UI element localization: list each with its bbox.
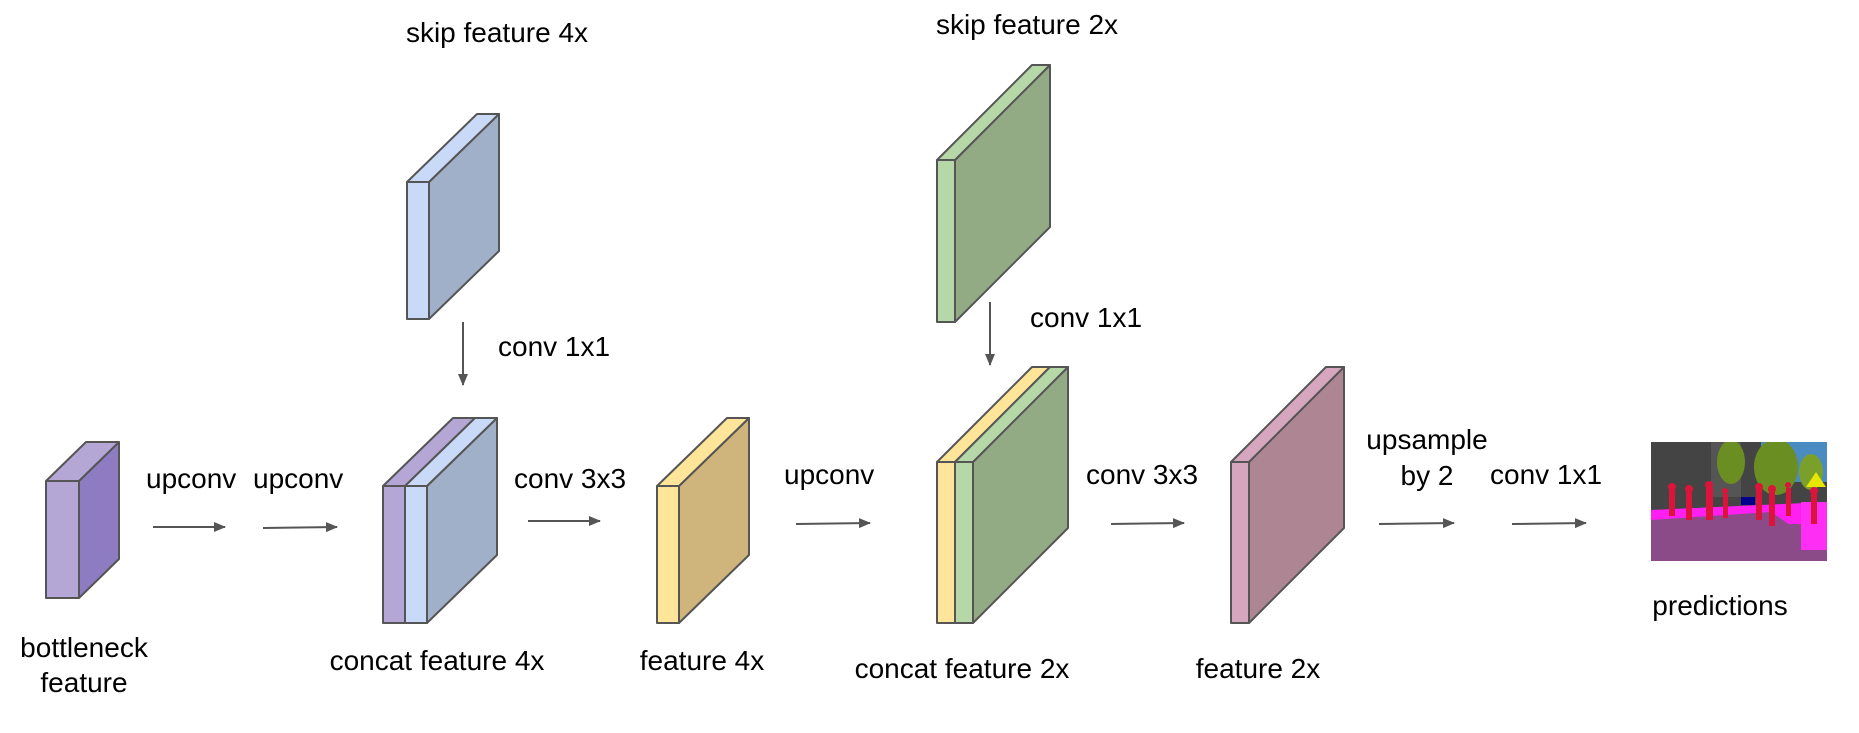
arrow-upsample xyxy=(1378,518,1455,529)
conv1x1-label-b: conv 1x1 xyxy=(1030,302,1142,333)
bottleneck-label-line2: feature xyxy=(40,667,127,698)
skip-feature-4x-label: skip feature 4x xyxy=(406,17,588,48)
arrow-conv1x1-final xyxy=(1511,518,1587,529)
concat-4x-blue-slab xyxy=(404,417,498,624)
upconv-label-a: upconv xyxy=(146,463,236,494)
conv1x1-label-a: conv 1x1 xyxy=(498,331,610,362)
upsample-label-line2: by 2 xyxy=(1401,460,1454,491)
skip-feature-4x-block xyxy=(406,113,500,320)
segmentation-map-thumbnail-icon xyxy=(1651,442,1827,561)
concat-2x-green-slab-front-face xyxy=(954,461,974,624)
feature-2x-block xyxy=(1230,366,1345,624)
upconv-label-b: upconv xyxy=(253,463,343,494)
arrow-upconv-3 xyxy=(795,518,871,529)
skip-feature-2x-label: skip feature 2x xyxy=(936,9,1118,40)
bottleneck-feature-block xyxy=(45,441,120,599)
upsample-label-line1: upsample xyxy=(1366,424,1487,455)
feature-blocks xyxy=(45,64,1345,624)
feature-2x-block-front-face xyxy=(1230,461,1250,624)
skip-feature-2x-block xyxy=(936,64,1051,323)
labels: skip feature 4x skip feature 2x conv 1x1… xyxy=(20,9,1788,698)
upconv-label-c: upconv xyxy=(784,459,874,490)
bottleneck-feature-block-front-face xyxy=(45,480,80,599)
concat-4x-blue-slab-front-face xyxy=(404,485,428,624)
arrows xyxy=(153,302,1587,533)
bottleneck-label-line1: bottleneck xyxy=(20,632,149,663)
skip-feature-4x-block-front-face xyxy=(406,181,430,320)
feature-4x-label: feature 4x xyxy=(640,645,765,676)
arrow-upconv-2 xyxy=(262,522,338,533)
concat-feature-4x-label: concat feature 4x xyxy=(330,645,545,676)
feature-4x-block-front-face xyxy=(656,485,680,624)
conv3x3-label-a: conv 3x3 xyxy=(514,463,626,494)
concat-2x-green-slab xyxy=(954,366,1069,624)
feature-2x-label: feature 2x xyxy=(1196,653,1321,684)
concat-feature-2x-label: concat feature 2x xyxy=(855,653,1070,684)
conv1x1-label-c: conv 1x1 xyxy=(1490,459,1602,490)
concat-4x-purple-slab-front-face xyxy=(382,485,406,624)
conv3x3-label-b: conv 3x3 xyxy=(1086,459,1198,490)
concat-2x-yellow-slab-front-face xyxy=(936,461,956,624)
skip-feature-2x-block-front-face xyxy=(936,159,956,323)
predictions-label: predictions xyxy=(1652,590,1787,621)
feature-4x-block xyxy=(656,417,750,624)
arrow-conv3x3-2 xyxy=(1110,518,1185,529)
